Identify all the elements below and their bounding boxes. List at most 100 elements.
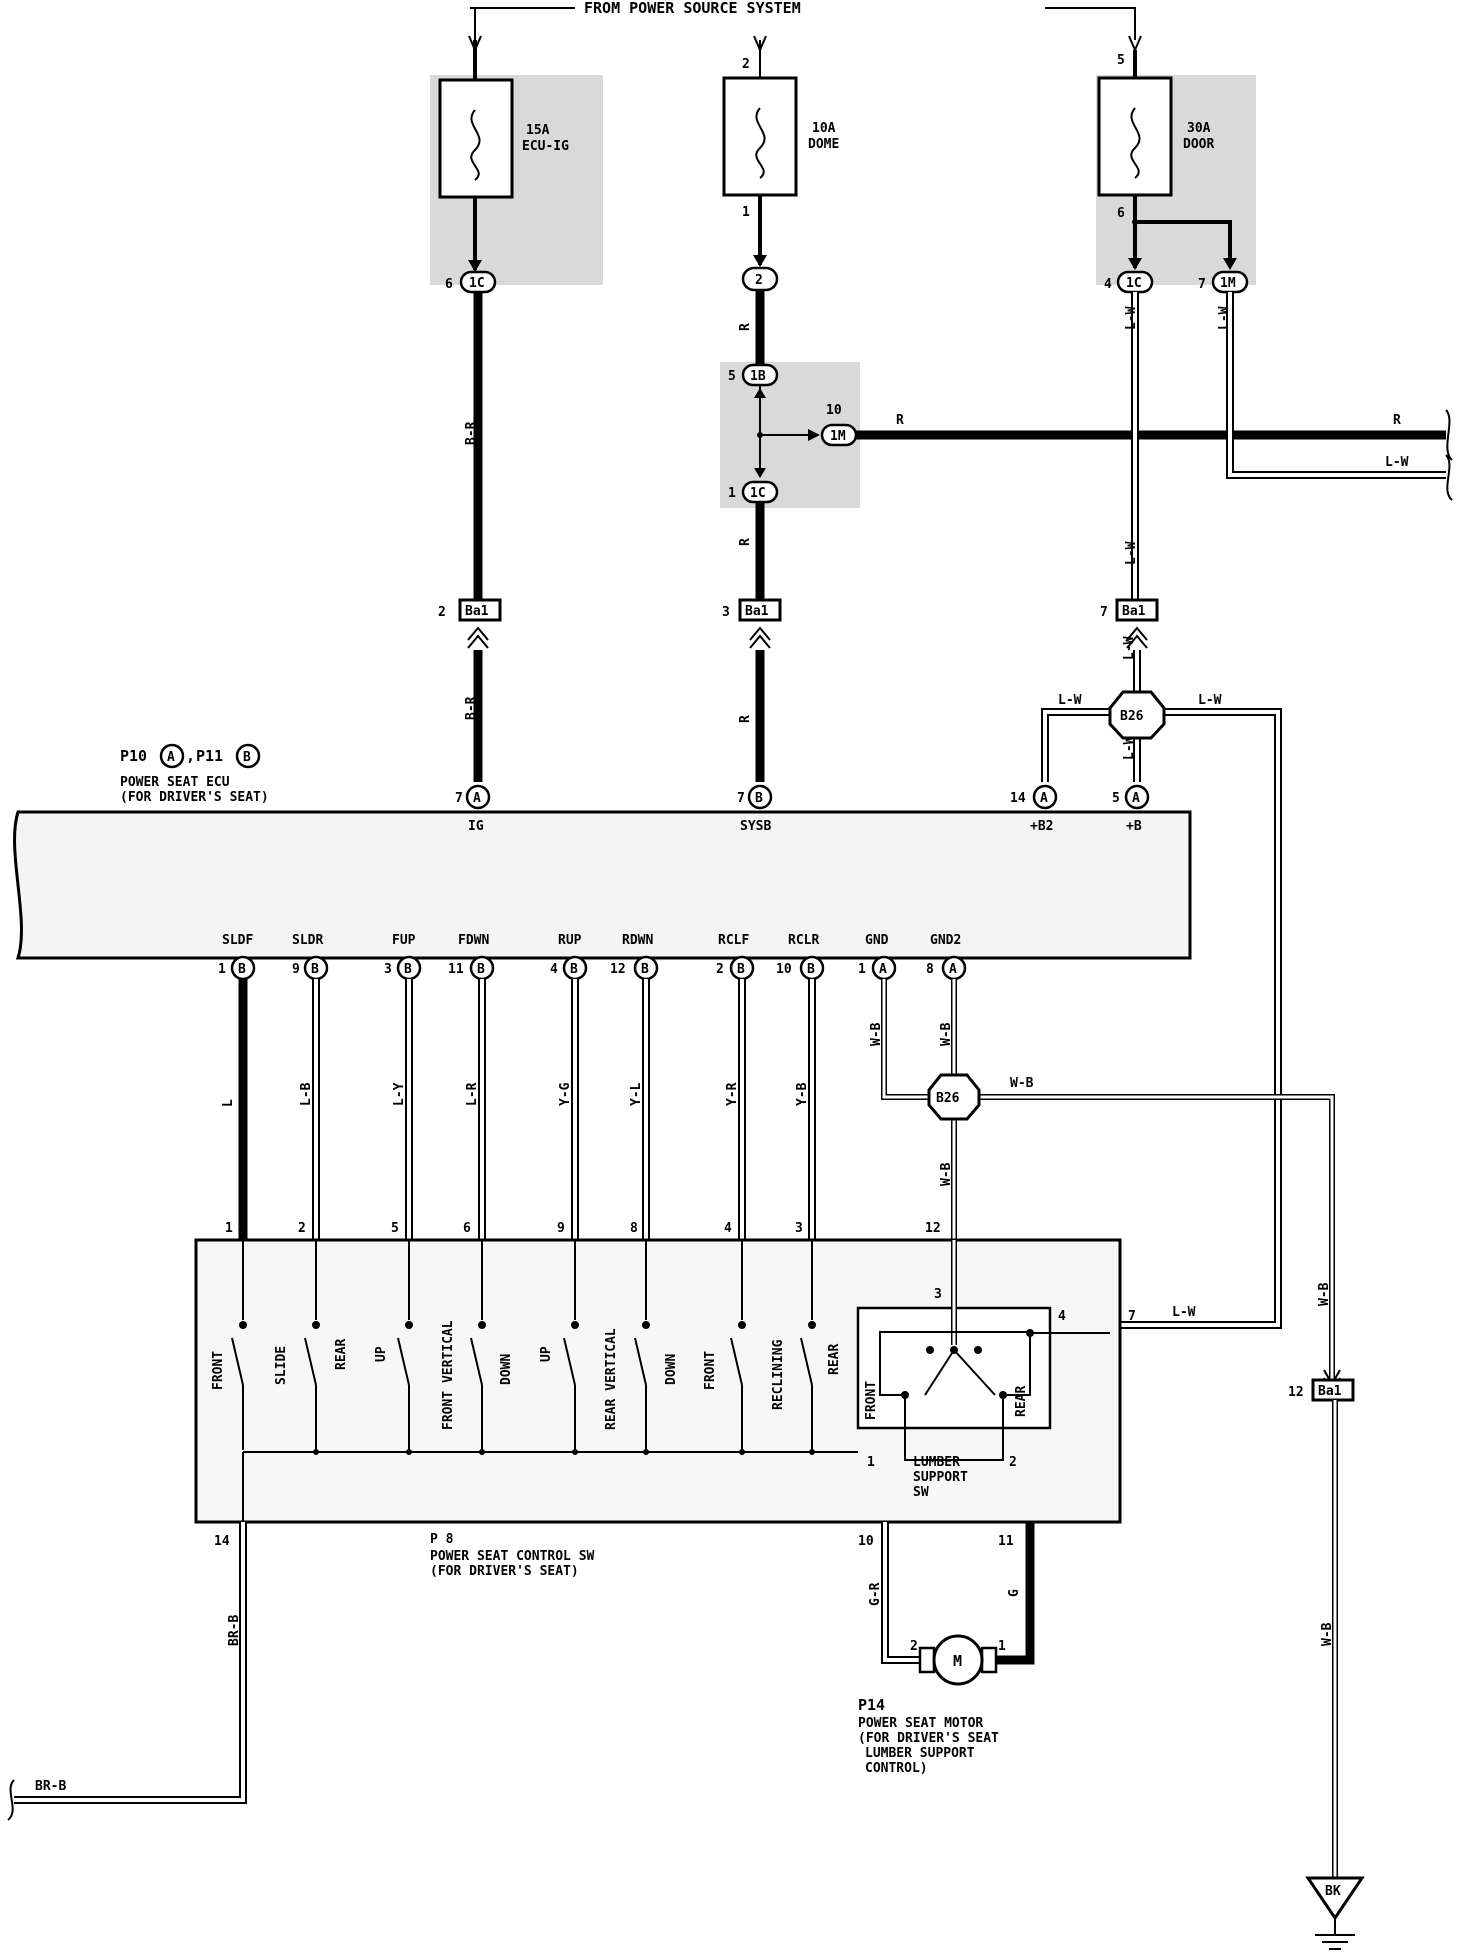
- ecu-bot-conn-9: A: [949, 962, 957, 977]
- motor-name-2: (FOR DRIVER'S SEAT: [858, 1731, 999, 1746]
- ecu-bot-pin-1: 9: [292, 962, 300, 977]
- ba1-b-pin: 7: [1100, 605, 1108, 620]
- lumbar-pin-right: 4: [1058, 1309, 1066, 1324]
- sw-label-up1: UP: [374, 1346, 389, 1362]
- power-source-label: FROM POWER SOURCE SYSTEM: [584, 0, 801, 17]
- wire-gnd2: W-B: [939, 1022, 954, 1046]
- ecu-bot-pin-5: 12: [610, 962, 626, 977]
- connectors-ba1-top: Ba1 2 Ba1 3 Ba1 7: [438, 598, 1159, 622]
- junction-ig-code: 1C: [469, 276, 485, 291]
- switch-contacts: [231, 1240, 858, 1522]
- junction-door-1m-code: 1M: [1220, 276, 1236, 291]
- power-seat-ecu: A 7 IG B 7 SYSB A 14 +B2 A 5 +B SLDF SLD…: [13, 784, 1192, 960]
- wire-gr: G-R: [868, 1582, 883, 1606]
- lumbar-support-switch: 3 4 7 FRONT REAR 1 2 LUMBER SUPPORT SW: [856, 1240, 1136, 1500]
- ecu-name-line1: POWER SEAT ECU: [120, 775, 230, 790]
- sw-pin-12: 12: [925, 1221, 941, 1236]
- lumbar-pin-l: 1: [867, 1455, 875, 1470]
- ecu-top-sysb-pin: 7: [737, 791, 745, 806]
- wire-b-lw2: L-W: [1122, 736, 1137, 760]
- ecu-name-line2: (FOR DRIVER'S SEAT): [120, 790, 269, 805]
- motor-circuit: G-R G 2 1 M P14 POWER SEAT MOTOR (FOR DR…: [858, 1522, 1035, 1776]
- lumbar-name-3: SW: [913, 1485, 929, 1500]
- sw-pin-14: 14: [214, 1534, 230, 1549]
- wires-ecu-to-switch: L L-B L-Y L-R Y-G Y-L Y-R Y-B W-B W-B W-…: [221, 979, 1335, 1380]
- ba1-gnd-pin: 12: [1288, 1385, 1304, 1400]
- fuse-dome-rating: 10A: [812, 121, 836, 136]
- lumbar-rear: REAR: [1014, 1386, 1029, 1417]
- wires-ba1-to-ecu: B-R R L-W L-W L-W L-W L-W B26: [464, 636, 1282, 1329]
- junction-door-1c-pin: 4: [1104, 277, 1112, 292]
- sw-pin-9: 9: [557, 1221, 565, 1236]
- wire-dome-r1: R: [738, 323, 753, 331]
- wire-ig-br2: B-R: [464, 696, 479, 720]
- sw-pin-10: 10: [858, 1534, 874, 1549]
- ba1-sysb-code: Ba1: [745, 604, 769, 619]
- fuse-door: 5 30A DOOR 6 1C 4 1M 7: [1096, 50, 1256, 294]
- ba1-gnd-code: Ba1: [1318, 1384, 1342, 1399]
- ecu-bot-name-1: SLDR: [292, 933, 323, 948]
- sw-pin-1: 1: [225, 1221, 233, 1236]
- lumbar-front: FRONT: [864, 1381, 879, 1420]
- wire-ig: B-R: [464, 292, 483, 600]
- switch-labels: FRONT SLIDE REAR UP FRONT VERTICAL DOWN …: [211, 1320, 842, 1430]
- junction-ig-pin: 6: [445, 277, 453, 292]
- wire-r-label-right: R: [1393, 413, 1401, 428]
- ecu-bot-name-6: RCLF: [718, 933, 749, 948]
- motor-pin-l: 2: [910, 1639, 918, 1654]
- ecu-bot-name-4: RUP: [558, 933, 582, 948]
- junction-1m-code: 1M: [830, 429, 846, 444]
- ecu-ref-p10-conn: A: [167, 750, 175, 765]
- wire-door-lw4: L-W: [1385, 455, 1409, 470]
- ecu-bot-pin-4: 4: [550, 962, 558, 977]
- ecu-top-b2-pin: 14: [1010, 791, 1026, 806]
- fuse-door-name: DOOR: [1183, 137, 1214, 152]
- sw-pin-4: 4: [724, 1221, 732, 1236]
- sw-name-2: (FOR DRIVER'S SEAT): [430, 1564, 579, 1579]
- wire-fdwn: L-R: [465, 1082, 480, 1106]
- power-seat-control-switch: 1 2 5 6 9 8 4 3 12: [194, 1221, 1136, 1579]
- wire-b-lw1: L-W: [1122, 636, 1137, 660]
- sw-label-rear-vertical: REAR VERTICAL: [604, 1328, 619, 1430]
- lumbar-name-1: LUMBER: [913, 1455, 960, 1470]
- motor-pin-r: 1: [998, 1639, 1006, 1654]
- wire-sysb: R: [738, 502, 765, 600]
- wire-rclf: Y-R: [725, 1082, 740, 1106]
- wire-fup: L-Y: [392, 1082, 407, 1106]
- ecu-top-ig-name: IG: [468, 819, 484, 834]
- fuse-door-in-pin: 5: [1117, 53, 1125, 68]
- sw-label-reclining: RECLINING: [771, 1339, 786, 1410]
- sw-label-rear1: REAR: [334, 1339, 349, 1370]
- lumbar-pin-top: 3: [934, 1287, 942, 1302]
- ecu-bot-pin-9: 8: [926, 962, 934, 977]
- ecu-bot-pin-2: 3: [384, 962, 392, 977]
- ecu-bot-name-7: RCLR: [788, 933, 819, 948]
- wire-door-lw1: L-W: [1124, 306, 1139, 330]
- junction-1b-pin: 5: [728, 369, 736, 384]
- sw-pin-8: 8: [630, 1221, 638, 1236]
- ecu-ref-p11-conn: B: [243, 750, 251, 765]
- junction-1b-code: 1B: [750, 369, 766, 384]
- sw-pin-11: 11: [998, 1534, 1014, 1549]
- wire-rdwn: Y-L: [629, 1082, 644, 1106]
- wire-sldf: L: [221, 1099, 236, 1107]
- wire-gnd-down: W-B: [1320, 1622, 1335, 1646]
- ecu-bot-conn-3: B: [477, 962, 485, 977]
- motor-m: M: [953, 1652, 962, 1670]
- ecu-bot-name-0: SLDF: [222, 933, 253, 948]
- motor-name-1: POWER SEAT MOTOR: [858, 1716, 983, 1731]
- power-source-header: FROM POWER SOURCE SYSTEM: [468, 0, 1142, 53]
- junction-1c-dome-pin: 1: [728, 486, 736, 501]
- sw-pin-7: 7: [1128, 1309, 1136, 1324]
- wire-door-lw2: L-W: [1124, 541, 1139, 565]
- ecu-bot-conn-5: B: [641, 962, 649, 977]
- ecu-bot-pin-0: 1: [218, 962, 226, 977]
- junction-1c-dome-code: 1C: [750, 486, 766, 501]
- wire-gnd: W-B: [869, 1022, 884, 1046]
- sw-pin-2: 2: [298, 1221, 306, 1236]
- splice-b26-bottom: [927, 1073, 981, 1121]
- ecu-bot-conn-7: B: [807, 962, 815, 977]
- fuse-ecu-ig-name: ECU-IG: [522, 139, 569, 154]
- sw-label-rear2: REAR: [827, 1344, 842, 1375]
